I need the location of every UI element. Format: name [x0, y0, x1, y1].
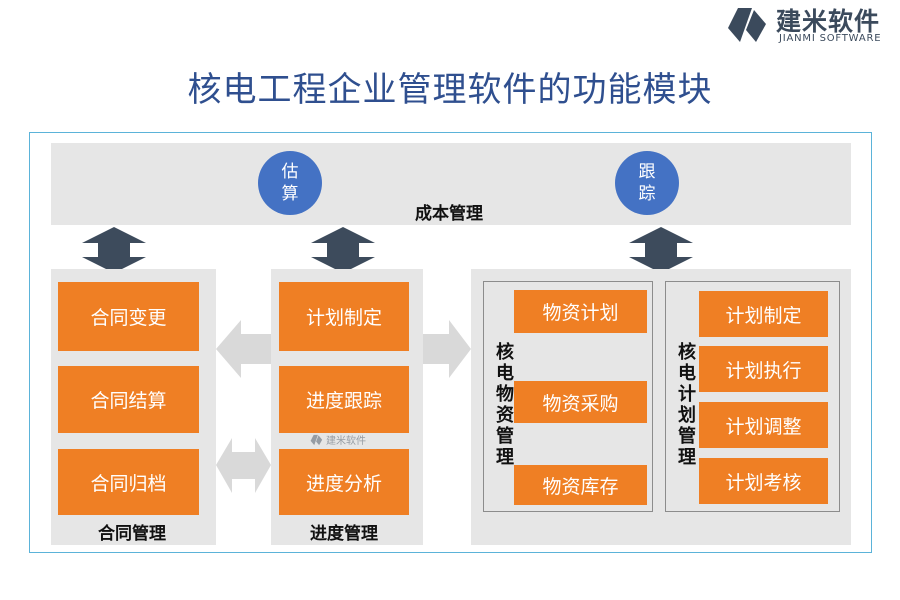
plan-execution-box: 计划执行 — [699, 346, 828, 392]
watermark-text: 建米软件 — [326, 436, 366, 447]
logo-name-en: JIANMI SOFTWARE — [779, 33, 882, 44]
contract-change-box: 合同变更 — [58, 282, 199, 351]
progress-tracking-box: 进度跟踪 — [279, 366, 409, 433]
materials-purchase-box: 物资采购 — [514, 381, 647, 423]
watermark: 建米软件 — [310, 432, 370, 448]
progress-cost-double-arrow — [311, 227, 375, 273]
plan-management-subpanel — [665, 281, 840, 512]
progress-analysis-box: 进度分析 — [279, 449, 409, 515]
track-circle-char-2: 踪 — [638, 184, 656, 204]
progress-to-materials-arrow — [423, 320, 471, 378]
materials-plan-box: 物资计划 — [514, 290, 647, 333]
page-title: 核电工程企业管理软件的功能模块 — [187, 70, 713, 110]
plan-assessment-box: 计划考核 — [699, 458, 828, 504]
contract-cost-double-arrow — [82, 227, 146, 273]
watermark-logo-icon — [310, 434, 323, 446]
estimate-circle-char-1: 估 — [281, 162, 299, 182]
nuclear-plan-setting-box: 计划制定 — [699, 291, 828, 337]
cost-management-band — [51, 143, 851, 225]
logo-name-cn: 建米软件 — [776, 7, 881, 36]
contract-settlement-box: 合同结算 — [58, 366, 199, 433]
contract-archive-box: 合同归档 — [58, 449, 199, 515]
progress-management-label: 进度管理 — [310, 524, 378, 544]
estimate-circle-char-2: 算 — [281, 184, 299, 204]
plan-adjustment-box: 计划调整 — [699, 402, 828, 448]
track-circle: 跟 踪 — [615, 151, 679, 215]
estimate-circle: 估 算 — [258, 151, 322, 215]
progress-to-contract-arrow — [216, 320, 271, 378]
contract-management-label: 合同管理 — [98, 524, 166, 544]
materials-management-subpanel — [483, 281, 653, 512]
cost-management-label: 成本管理 — [415, 204, 483, 224]
track-circle-char-1: 跟 — [638, 162, 656, 182]
right-cost-double-arrow — [629, 227, 693, 273]
logo-mark-icon — [728, 8, 766, 42]
plan-setting-box: 计划制定 — [279, 282, 409, 351]
diagram-frame — [29, 132, 872, 553]
materials-inventory-box: 物资库存 — [514, 465, 647, 505]
plan-management-label: 核电计划管理 — [678, 342, 696, 468]
contract-progress-double-arrow — [216, 438, 271, 493]
materials-management-label: 核电物资管理 — [496, 342, 514, 468]
logo: 建米软件 JIANMI SOFTWARE — [726, 2, 900, 48]
